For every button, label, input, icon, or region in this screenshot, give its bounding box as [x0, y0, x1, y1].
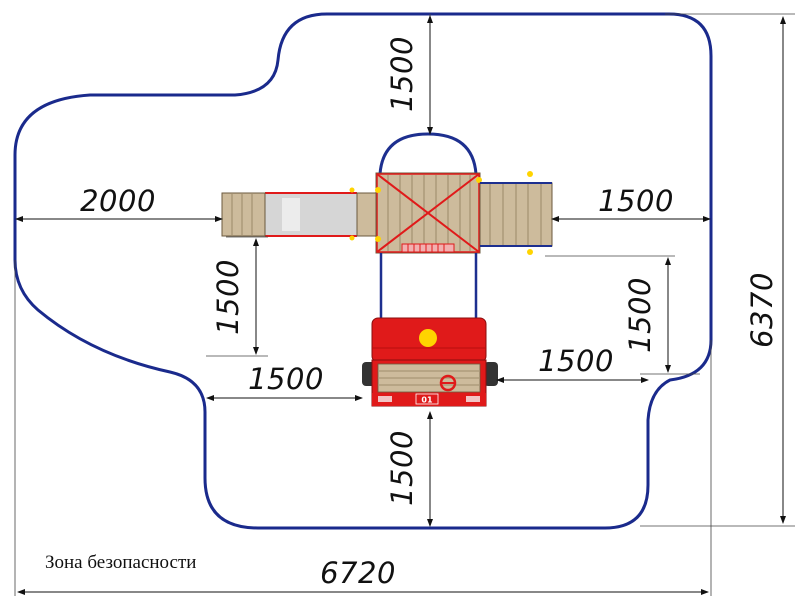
dim-label-bottom-right: 1500: [538, 344, 614, 378]
safety-zone-caption: Зона безопасности: [45, 552, 196, 573]
dim-label-bottom-left: 1500: [248, 362, 324, 396]
truck-siren: [419, 329, 437, 347]
dim-label-overall-height: 6370: [745, 272, 779, 348]
steps: [479, 171, 553, 255]
dim-label-bottom: 1500: [385, 430, 419, 506]
truck-plate-text: 01: [421, 396, 433, 405]
truck-wheel: [484, 362, 498, 386]
slide-base: [221, 192, 266, 237]
dim-label-left-mid: 1500: [211, 259, 245, 335]
dim-label-right-mid: 1500: [623, 277, 657, 353]
dim-label-left: 2000: [80, 184, 156, 218]
dim-label-top: 1500: [385, 36, 419, 112]
truck-plate: [415, 393, 439, 405]
roof-cross-b: [376, 173, 480, 253]
tower-arch: [378, 132, 478, 175]
fire-truck: 01: [362, 317, 498, 407]
safety-zone-outline: [13, 12, 713, 530]
slide: [221, 187, 377, 241]
dim-label-overall-width: 6720: [320, 556, 396, 590]
play-tower: [375, 132, 482, 254]
slide-bed: [264, 192, 358, 237]
tower-railing: [401, 243, 455, 253]
dim-label-right: 1500: [598, 184, 674, 218]
